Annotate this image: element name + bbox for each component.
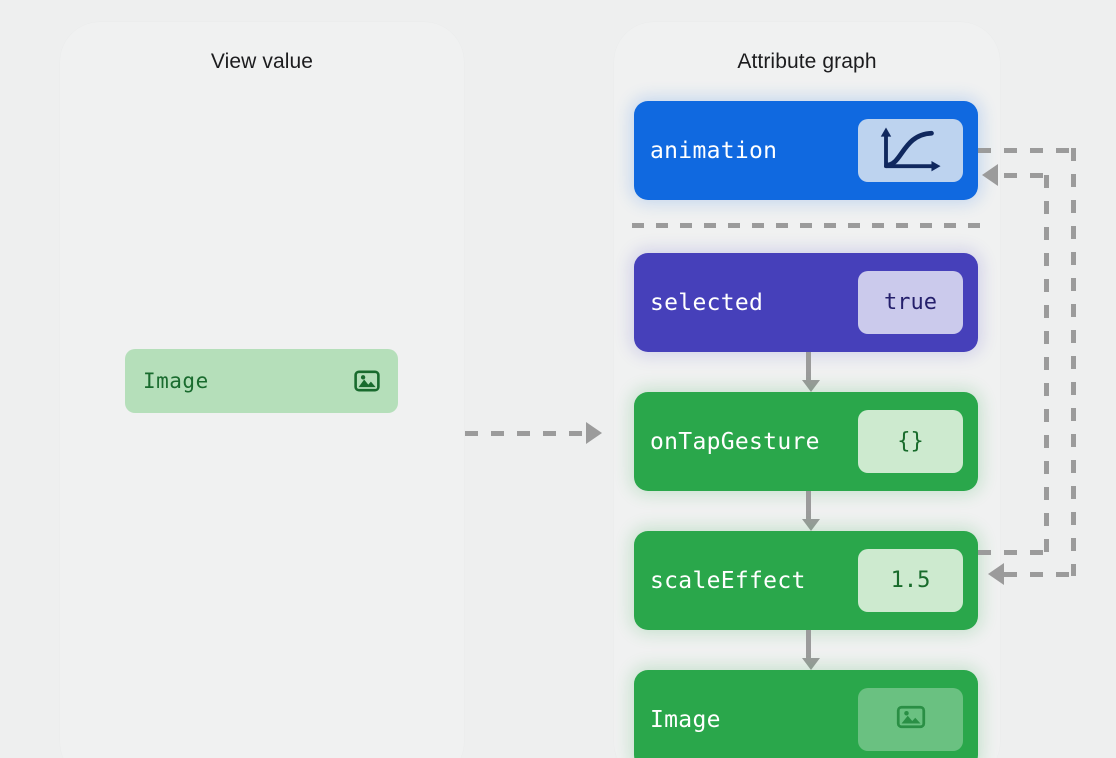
graph-node-value-selected: true [858,271,963,334]
arrow-shaft [806,630,811,660]
graph-node-label: selected [650,289,764,316]
connector-animation-to-scaleeffect-bottom [1004,572,1074,577]
graph-node-selected[interactable]: selected true [634,253,978,352]
graph-node-ontapgesture[interactable]: onTapGesture {} [634,392,978,491]
easing-curve-icon [873,123,949,179]
connector-scaleeffect-to-animation-vertical [1044,175,1049,555]
graph-node-value-animation [858,119,963,182]
arrow-head [802,658,820,670]
graph-dashed-separator [632,223,988,228]
graph-node-label: Image [650,706,721,733]
view-value-panel-title: View value [210,50,314,73]
connector-scaleeffect-to-animation-top [1004,173,1049,178]
graph-node-value-ontapgesture: {} [858,410,963,473]
graph-node-value-image [858,688,963,751]
graph-node-animation[interactable]: animation [634,101,978,200]
connector-animation-to-scaleeffect-top [978,148,1076,153]
arrow-head-into-graph [586,422,602,444]
connector-selected-to-ontapgesture [802,352,820,394]
connector-ontapgesture-to-scaleeffect [802,491,820,533]
arrow-head [802,519,820,531]
view-value-image-label: Image [143,369,209,393]
graph-node-value-scaleeffect: 1.5 [858,549,963,612]
connector-scaleeffect-to-image [802,630,820,672]
view-value-image-chip[interactable]: Image [125,349,398,413]
arrow-head-into-scaleeffect [988,563,1004,585]
graph-node-label: onTapGesture [650,428,820,455]
attribute-graph-panel-title: Attribute graph [737,50,877,73]
graph-node-label: animation [650,137,778,164]
photo-icon [354,368,380,394]
graph-node-label: scaleEffect [650,567,806,594]
photo-icon [896,702,926,738]
arrow-head-into-animation [982,164,998,186]
arrow-head [802,380,820,392]
connector-animation-to-scaleeffect-vertical [1071,148,1076,576]
graph-node-scaleeffect[interactable]: scaleEffect 1.5 [634,531,978,630]
arrow-shaft [806,352,811,382]
connector-view-to-graph [465,431,587,436]
connector-scaleeffect-to-animation-bottom [978,550,1048,555]
arrow-shaft [806,491,811,521]
graph-node-image[interactable]: Image [634,670,978,758]
